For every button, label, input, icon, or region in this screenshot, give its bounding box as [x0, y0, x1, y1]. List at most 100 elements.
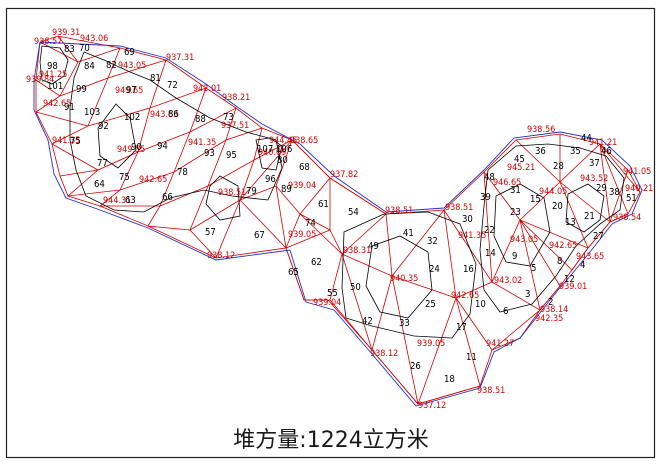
elevation-label: 942.65 [43, 99, 71, 109]
triangle-number: 102 [124, 112, 140, 123]
elevation-label: 943.06 [80, 34, 108, 44]
elevation-label: 938.12 [370, 349, 398, 359]
triangle-number: 16 [463, 264, 474, 275]
elevation-label: 945.21 [507, 163, 535, 173]
triangle-number: 27 [593, 231, 604, 242]
triangle-number: 32 [427, 236, 438, 247]
triangle-number: 51 [626, 193, 637, 204]
triangle-number: 46 [601, 146, 612, 157]
triangle-number: 80 [277, 155, 288, 166]
triangle-number: 26 [410, 361, 421, 372]
triangle-number: 79 [246, 186, 257, 197]
elevation-label: 949.55 [117, 145, 145, 155]
triangle-number: 77 [97, 158, 108, 169]
triangle-number: 75 [70, 136, 81, 147]
triangle-number: 95 [226, 150, 237, 161]
triangle-number: 54 [348, 207, 359, 218]
triangle-number: 107 [257, 144, 273, 155]
triangle-number: 10 [475, 299, 486, 310]
triangle-number: 45 [514, 154, 525, 165]
triangle-number: 61 [318, 199, 329, 210]
triangle-number: 98 [47, 61, 58, 72]
triangle-number: 28 [553, 161, 564, 172]
triangle-number: 84 [84, 61, 95, 72]
triangle-number: 42 [362, 316, 373, 327]
triangle-number: 86 [168, 109, 179, 120]
elevation-label: 946.65 [493, 178, 521, 188]
triangle-number: 93 [204, 148, 215, 159]
elevation-label: 944.45 [269, 136, 297, 146]
triangle-number: 90 [131, 142, 142, 153]
triangle-number: 82 [106, 60, 117, 71]
triangle-number: 37 [589, 158, 600, 169]
contour-lines [39, 45, 625, 339]
elevation-label: 941.27 [486, 339, 514, 349]
elevation-label: 940.35 [390, 274, 418, 284]
triangle-number: 15 [530, 194, 541, 205]
elevation-label: 938.54 [613, 213, 641, 223]
elevation-label: 943.05 [118, 61, 146, 71]
triangle-number: 41 [403, 228, 414, 239]
triangle-number: 44 [581, 133, 592, 144]
triangle-number: 63 [125, 195, 136, 206]
elevation-label: 940.69 [258, 148, 286, 158]
elevation-label: 943.02 [494, 276, 522, 286]
triangle-number: 106 [276, 144, 292, 155]
elevation-label: 941.35 [458, 231, 486, 241]
triangle-number: 5 [531, 263, 536, 274]
boundary-polyline [33, 41, 643, 407]
triangle-number: 6 [503, 306, 508, 317]
triangle-number: 33 [399, 318, 410, 329]
elevation-label: 939.05 [288, 230, 316, 240]
triangle-number: 49 [368, 241, 379, 252]
elevation-label: 944.05 [539, 187, 567, 197]
elevation-label: 943.65 [576, 252, 604, 262]
triangle-number: 73 [223, 112, 234, 123]
triangle-number: 78 [177, 167, 188, 178]
triangle-number: 65 [288, 267, 299, 278]
elevation-label: 938.51 [445, 203, 473, 213]
triangle-number: 20 [552, 201, 563, 212]
elevation-label: 938.57 [34, 37, 62, 47]
elevation-label: 939.04 [288, 181, 316, 191]
elevation-label: 937.31 [166, 53, 194, 63]
triangle-number: 4 [580, 260, 585, 271]
elevation-label: 941.35 [188, 138, 216, 148]
elevation-label: 938.12 [207, 251, 235, 261]
triangle-number: 8 [557, 256, 562, 267]
triangulation-mesh [35, 35, 641, 405]
triangle-number: 72 [167, 80, 178, 91]
triangle-number: 96 [265, 174, 276, 185]
triangle-number: 50 [350, 282, 361, 293]
triangle-number: 25 [425, 299, 436, 310]
triangle-number: 55 [327, 288, 338, 299]
triangle-number: 24 [429, 264, 440, 275]
triangle-number: 89 [281, 184, 292, 195]
triangle-number: 3 [525, 289, 530, 300]
triangle-number: 30 [462, 214, 473, 225]
elevation-label: 943.63 [150, 110, 178, 120]
volume-caption: 堆方量:1224立方米 [233, 428, 428, 453]
triangle-number: 48 [484, 172, 495, 183]
triangle-number: 81 [150, 73, 161, 84]
elevation-label: 941.21 [589, 138, 617, 148]
triangle-number: 66 [162, 192, 173, 203]
elevation-label: 941.05 [623, 167, 651, 177]
triangle-number: 91 [64, 102, 75, 113]
triangle-number: 14 [485, 248, 496, 259]
triangle-number: 57 [205, 227, 216, 238]
elevation-label: 937.82 [330, 170, 358, 180]
triangle-number: 31 [510, 185, 521, 196]
elevation-label: 938.56 [527, 125, 555, 135]
triangle-number: 101 [47, 81, 63, 92]
elevation-label: 937.12 [418, 401, 446, 411]
triangle-number: 29 [596, 183, 607, 194]
triangle-number: 94 [157, 141, 168, 152]
elevation-label: 942.65 [451, 291, 479, 301]
elevation-label: 939.05 [417, 339, 445, 349]
triangle-number: 22 [484, 225, 495, 236]
elevation-label: 942.65 [549, 241, 577, 251]
triangle-number: 39 [480, 192, 491, 203]
triangle-number: 12 [564, 274, 575, 285]
